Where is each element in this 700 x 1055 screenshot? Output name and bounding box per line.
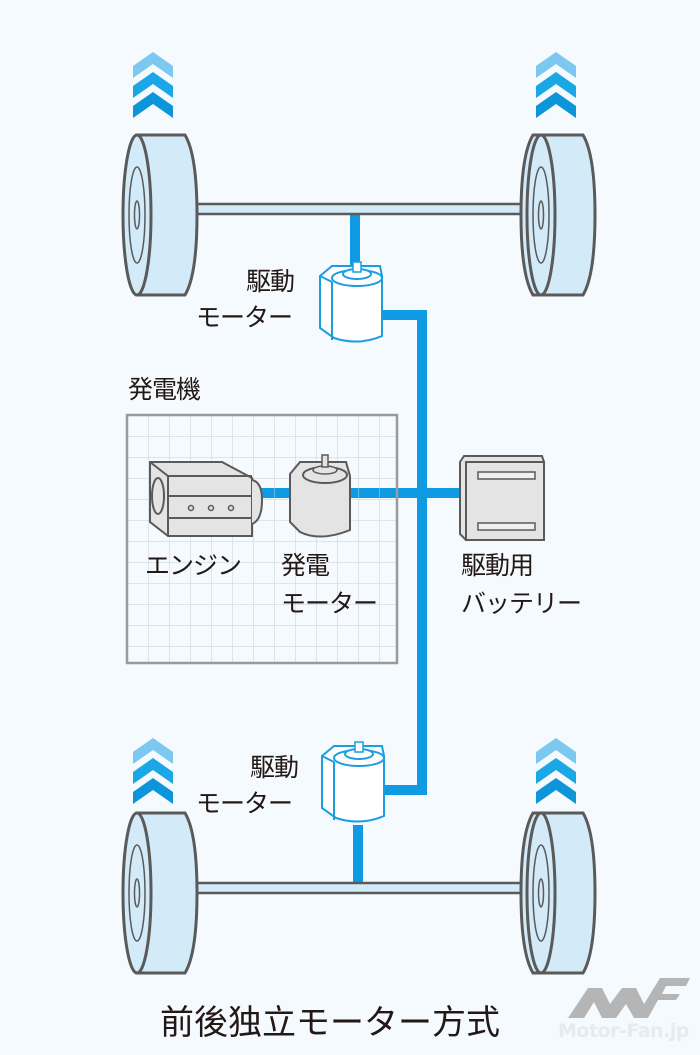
generator-group-label: 発電機	[128, 375, 201, 404]
rear-motor-label-line2: モーター	[196, 789, 293, 818]
diagram-title: 前後独立モーター方式	[160, 1003, 500, 1043]
generator-group-box	[125, 413, 399, 665]
chevron-up-icon	[536, 52, 576, 118]
rear-axle	[188, 881, 537, 895]
rear-left-wheel	[121, 811, 199, 975]
front-motor-label-line1: 駆動	[246, 267, 295, 296]
engine-label: エンジン	[145, 551, 242, 580]
front-drive-motor	[319, 261, 383, 343]
rear-drive-motor	[321, 741, 385, 823]
front-motor-to-battery-line	[382, 310, 427, 795]
engine	[149, 461, 264, 537]
generator-motor	[289, 454, 351, 538]
front-axle	[188, 202, 537, 216]
chevron-up-icon	[133, 52, 173, 118]
chevron-up-icon	[133, 738, 173, 804]
generator-motor-label-line1: 発電	[281, 551, 330, 580]
motor-fan-logo-icon	[568, 978, 690, 1018]
rear-motor-label-line1: 駆動	[250, 753, 299, 782]
chevron-up-icon	[536, 738, 576, 804]
battery-label-line2: バッテリー	[461, 589, 582, 618]
front-motor-label-line2: モーター	[196, 303, 293, 332]
rear-right-wheel	[519, 811, 597, 975]
battery-label-line1: 駆動用	[461, 551, 534, 580]
front-left-wheel	[121, 133, 199, 297]
drive-battery	[459, 455, 545, 541]
generator-motor-label-line2: モーター	[281, 589, 378, 618]
front-right-wheel	[519, 133, 597, 297]
logo-text: Motor-Fan.jp	[558, 1020, 689, 1042]
